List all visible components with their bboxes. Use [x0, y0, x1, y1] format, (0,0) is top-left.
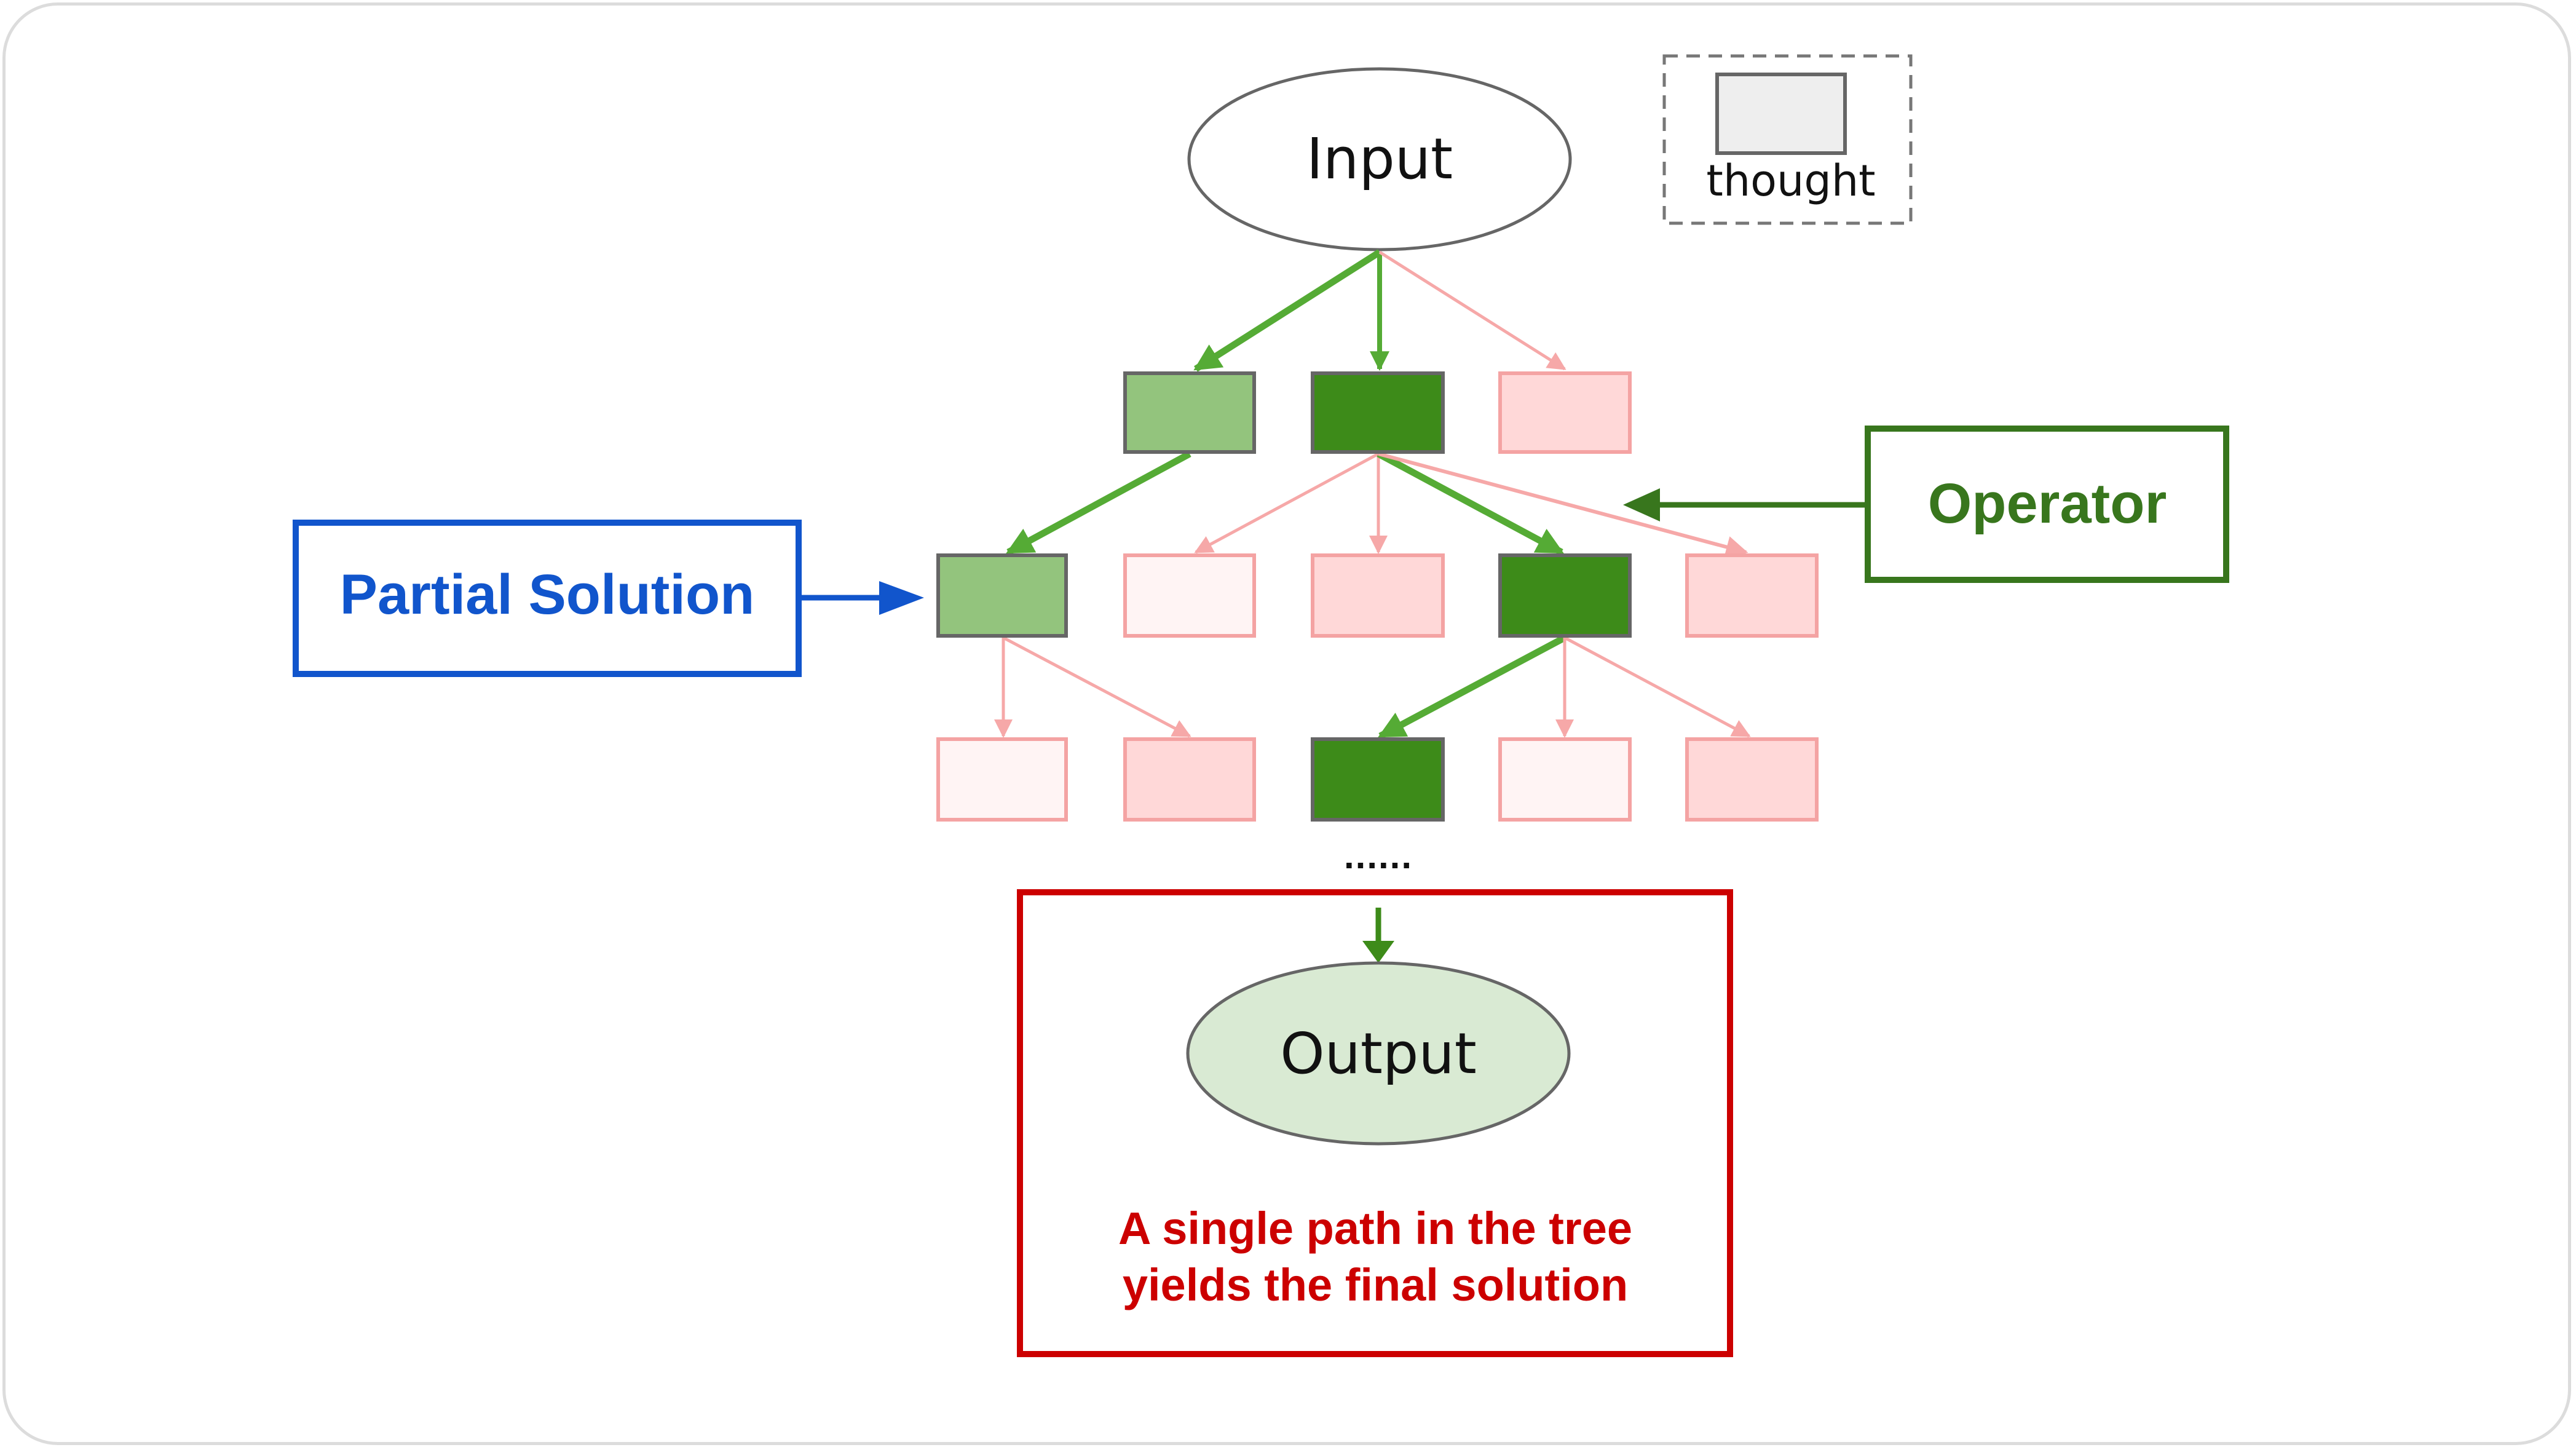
thought-node-pruned — [1311, 553, 1445, 638]
output-label: Output — [1280, 1021, 1477, 1087]
thought-node-partial — [936, 553, 1068, 638]
thought-node-pruned — [1123, 737, 1256, 822]
thought-node-pale — [936, 737, 1068, 822]
thought-node-selected — [1311, 737, 1445, 822]
output-highlight-box: Output A single path in the tree yields … — [1017, 889, 1733, 1357]
partial-solution-label: Partial Solution — [340, 563, 755, 626]
operator-callout: Operator — [1623, 426, 2229, 583]
tree-row-2 — [936, 553, 1819, 638]
edge-selected — [1193, 249, 1381, 372]
thought-node-pale — [1123, 553, 1256, 638]
edge-selected — [1377, 451, 1564, 555]
input-node: Input — [1187, 67, 1572, 252]
edge-selected — [1378, 635, 1567, 739]
edge-pruned — [1378, 452, 1748, 558]
tree-row-1 — [1123, 371, 1632, 454]
thought-node-pruned — [1498, 371, 1632, 454]
legend: thought — [1662, 54, 1913, 225]
edge-selected — [1006, 451, 1191, 555]
thought-node-pruned — [1685, 553, 1819, 638]
arrowhead-icon — [879, 581, 924, 615]
arrowhead-icon — [1623, 488, 1660, 521]
operator-label: Operator — [1928, 472, 2167, 535]
thought-node-pale — [1498, 737, 1632, 822]
output-node — [1186, 961, 1571, 1146]
partial-solution-callout: Partial Solution — [293, 520, 924, 677]
edge-pruned — [1194, 452, 1380, 554]
caption-line-1: A single path in the tree — [1118, 1203, 1632, 1254]
caption-line-2: yields the final solution — [1123, 1259, 1628, 1310]
thought-node-selected — [1498, 553, 1632, 638]
thought-node-selected — [1311, 371, 1445, 454]
thought-node-pruned — [1685, 737, 1819, 822]
continuation-ellipsis: ...... — [1344, 835, 1413, 876]
input-label: Input — [1306, 126, 1453, 192]
edge-pruned — [1002, 636, 1191, 738]
legend-thought-swatch — [1715, 73, 1847, 155]
tree-row-3 — [936, 737, 1819, 822]
legend-label: thought — [1706, 156, 1875, 206]
arrowhead-icon — [1362, 941, 1394, 963]
edge-pruned — [1378, 250, 1567, 371]
thought-node-partial — [1123, 371, 1256, 454]
edges — [994, 249, 1751, 739]
edge-pruned — [1563, 636, 1751, 738]
